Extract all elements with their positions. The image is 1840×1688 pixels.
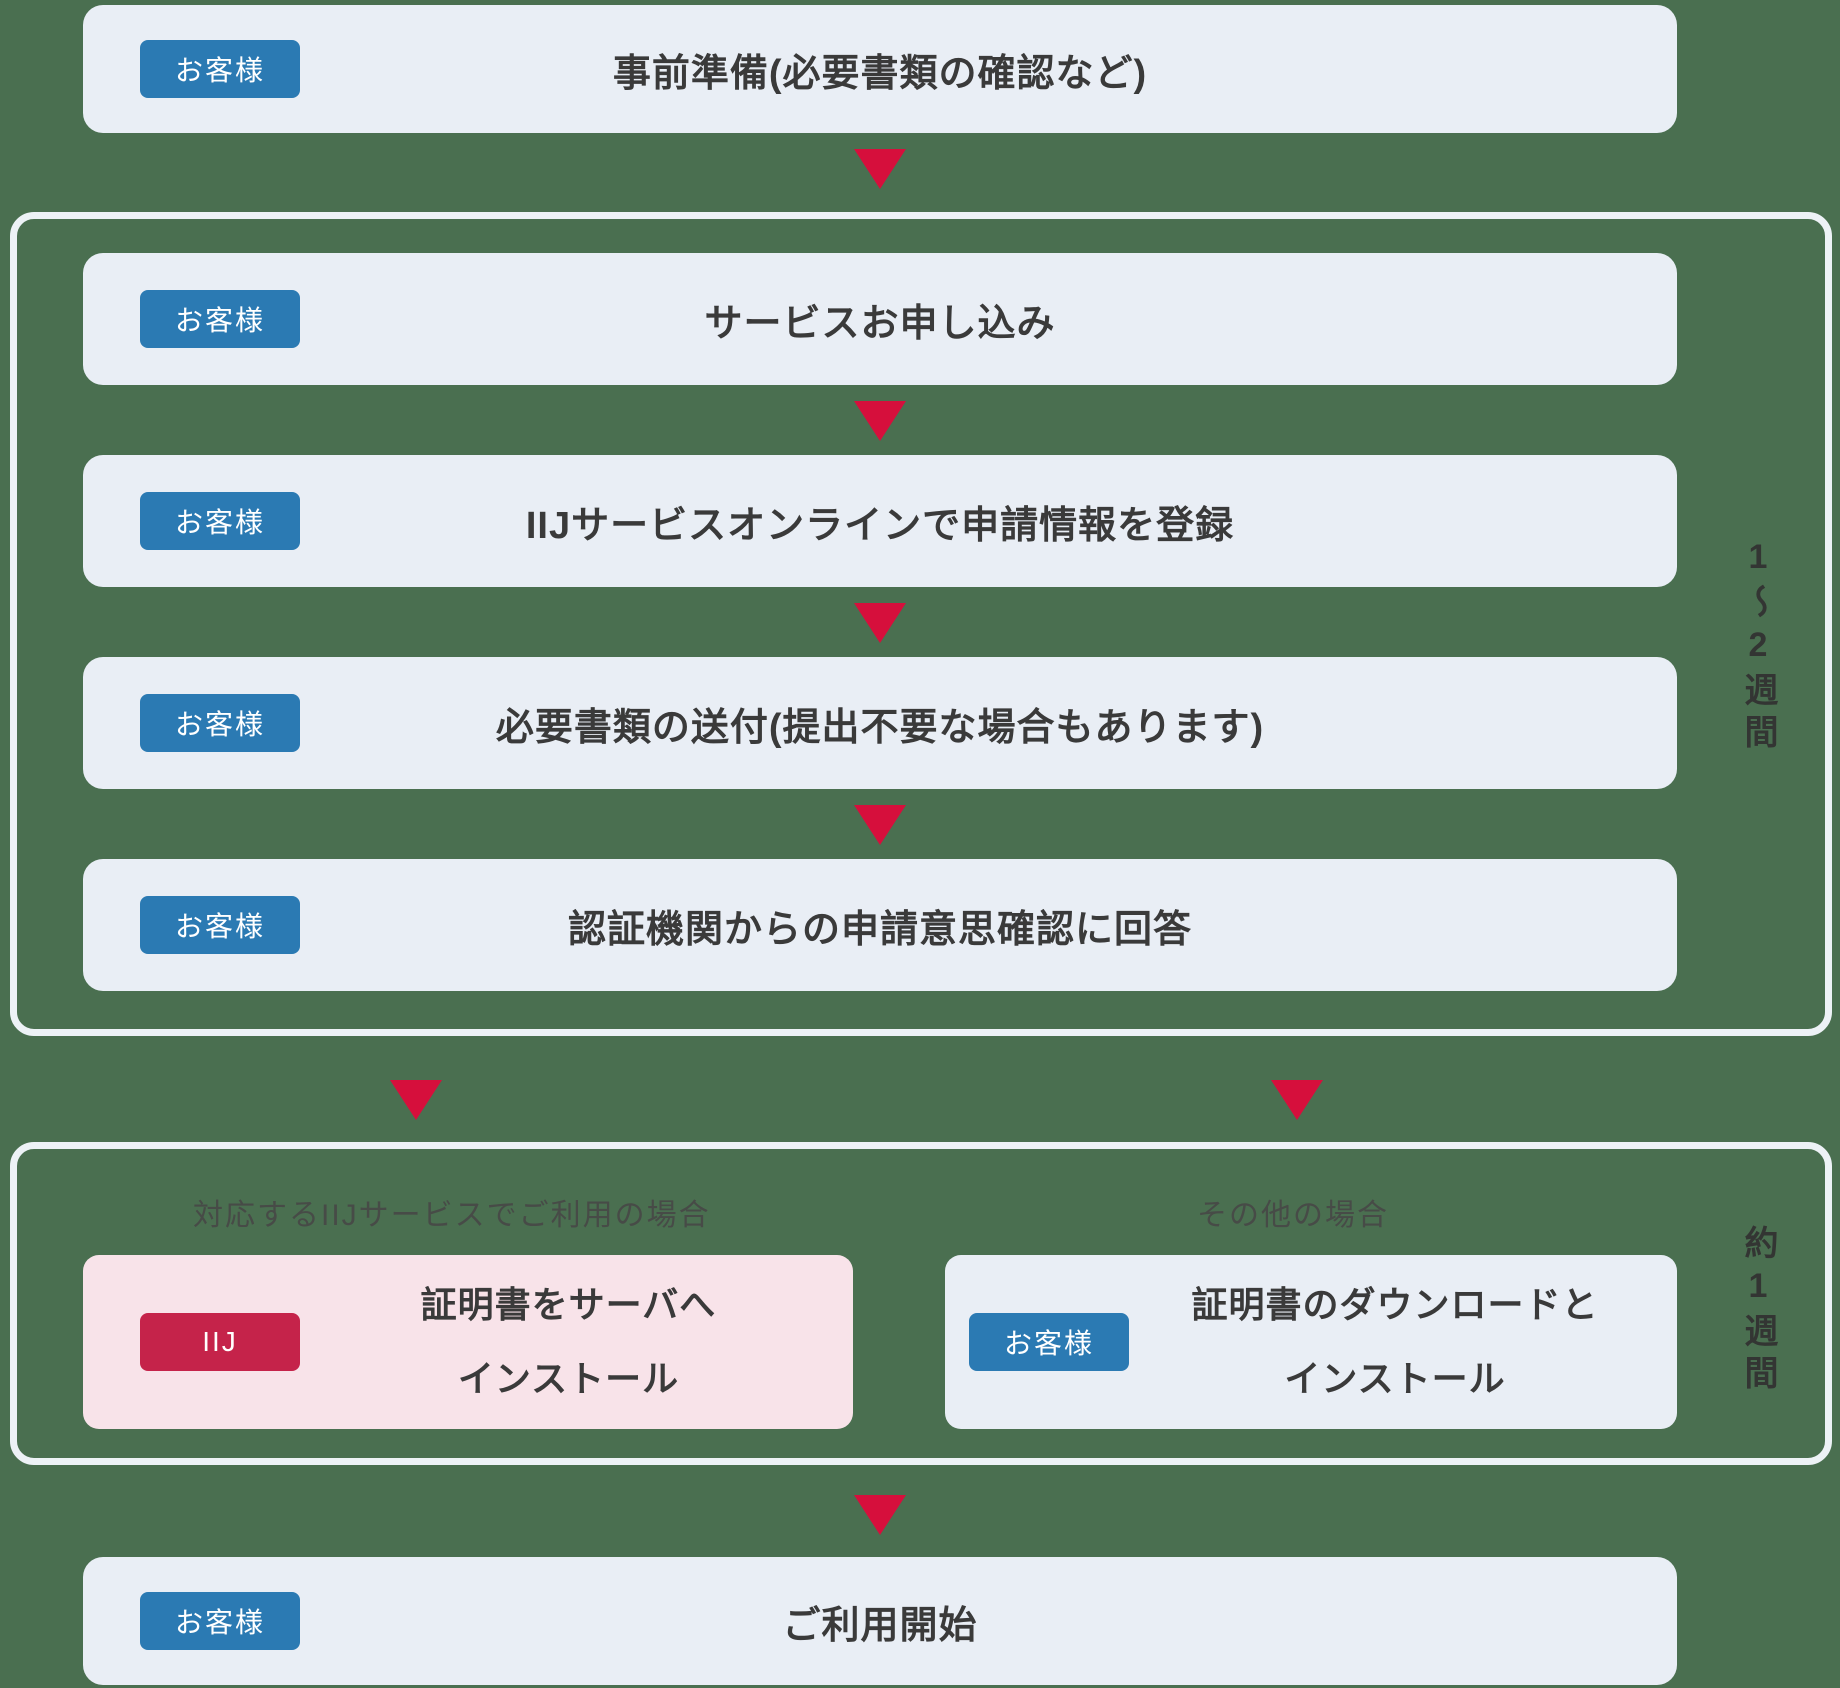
step-title-register: IIJサービスオンラインで申請情報を登録 [525, 504, 1235, 547]
phase-group-application [10, 212, 1832, 1036]
step-box-preparation: お客様 事前準備(必要書類の確認など) [83, 5, 1677, 133]
customer-badge: お客様 [140, 290, 300, 348]
customer-badge: お客様 [140, 40, 300, 98]
branch-title-line1: 証明書のダウンロードと [1191, 1284, 1599, 1325]
step-box-documents: お客様 必要書類の送付(提出不要な場合もあります) [83, 657, 1677, 789]
step-title-apply: サービスお申し込み [704, 302, 1056, 345]
arrow-down-icon [390, 1080, 442, 1120]
branch-title-line2: インストール [1284, 1358, 1506, 1399]
arrow-down-icon [1271, 1080, 1323, 1120]
arrow-down-icon [854, 401, 906, 441]
branch-title-line1: 証明書をサーバへ [420, 1284, 717, 1325]
arrow-down-icon [854, 149, 906, 189]
step-title-preparation: 事前準備(必要書類の確認など) [612, 52, 1148, 95]
customer-badge: お客様 [140, 492, 300, 550]
branch-label-iij-service: 対応するIIJサービスでご利用の場合 [193, 1199, 711, 1232]
arrow-down-icon [854, 1495, 906, 1535]
branch-box-iij-install: IIJ 証明書をサーバへ インストール [83, 1255, 853, 1429]
branch-title-customer-install: 証明書のダウンロードと インストール [1129, 1268, 1661, 1416]
phase-group-install [10, 1142, 1832, 1465]
branch-box-customer-install: お客様 証明書のダウンロードと インストール [945, 1255, 1677, 1429]
step-box-apply: お客様 サービスお申し込み [83, 253, 1677, 385]
duration-label-1-2-weeks: 1〜2週間 [1739, 538, 1777, 756]
branch-label-other: その他の場合 [1197, 1199, 1389, 1232]
customer-badge: お客様 [969, 1313, 1129, 1371]
step-title-confirm: 認証機関からの申請意思確認に回答 [567, 908, 1192, 951]
customer-badge: お客様 [140, 694, 300, 752]
step-title-documents: 必要書類の送付(提出不要な場合もあります) [495, 706, 1265, 749]
step-box-start: お客様 ご利用開始 [83, 1557, 1677, 1685]
customer-badge: お客様 [140, 1592, 300, 1650]
arrow-down-icon [854, 805, 906, 845]
step-box-register: お客様 IIJサービスオンラインで申請情報を登録 [83, 455, 1677, 587]
branch-title-line2: インストール [457, 1358, 680, 1399]
iij-badge: IIJ [140, 1313, 300, 1371]
branch-title-iij-install: 証明書をサーバへ インストール [300, 1268, 837, 1416]
customer-badge: お客様 [140, 896, 300, 954]
arrow-down-icon [854, 603, 906, 643]
step-box-confirm: お客様 認証機関からの申請意思確認に回答 [83, 859, 1677, 991]
step-title-start: ご利用開始 [782, 1604, 978, 1647]
duration-label-about-1-week: 約1週間 [1739, 1225, 1777, 1397]
